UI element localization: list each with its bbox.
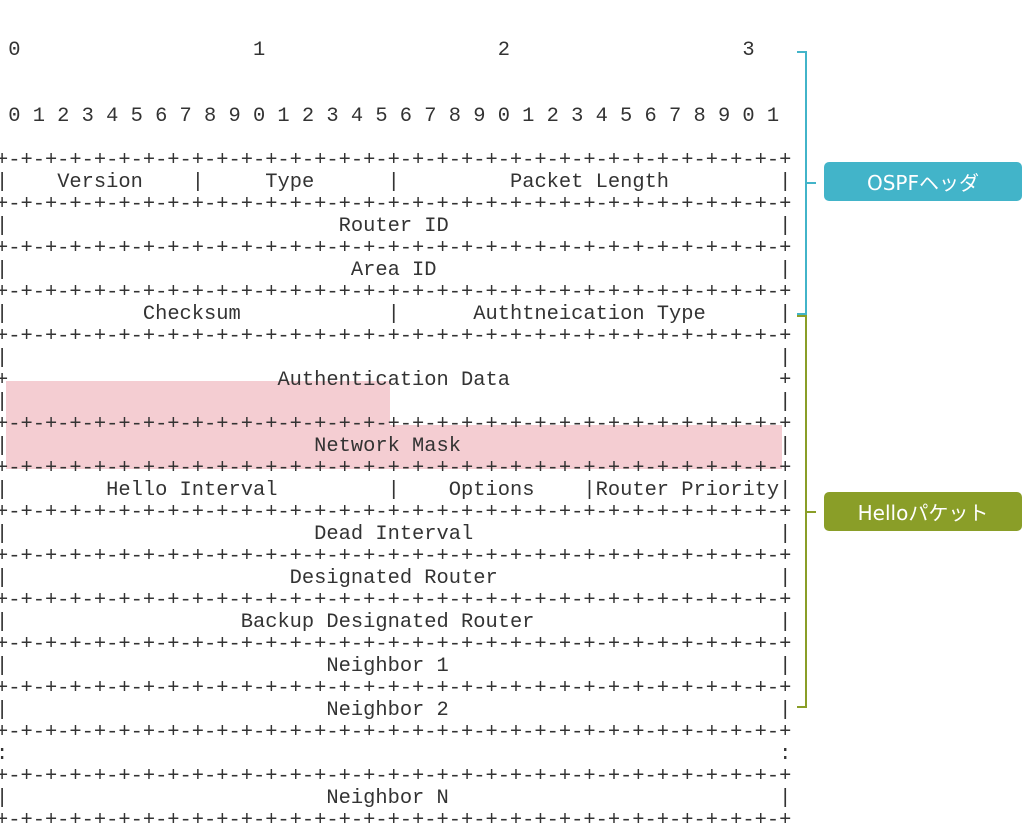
ospf-hello-packet-format: 0 1 2 3 0 1 2 3 4 5 6 7 8 9 0 1 2 3 4 5 … xyxy=(0,39,792,832)
field-label: Network Mask xyxy=(8,435,780,458)
row-separator: +-+-+-+-+-+-+-+-+-+-+-+-+-+-+-+-+-+-+-+-… xyxy=(0,281,792,304)
field-label: Version xyxy=(8,171,192,194)
row-separator: +-+-+-+-+-+-+-+-+-+-+-+-+-+-+-+-+-+-+-+-… xyxy=(0,765,792,788)
hello-packet-bracket-tick xyxy=(807,511,816,513)
field-label: Neighbor 2 xyxy=(8,699,780,722)
row-separator: +-+-+-+-+-+-+-+-+-+-+-+-+-+-+-+-+-+-+-+-… xyxy=(0,677,792,700)
row-separator: +-+-+-+-+-+-+-+-+-+-+-+-+-+-+-+-+-+-+-+-… xyxy=(0,501,792,524)
field-row-13: | Neighbor N | xyxy=(0,787,792,810)
ospf-header-bracket-tick xyxy=(807,182,816,184)
row-separator: +-+-+-+-+-+-+-+-+-+-+-+-+-+-+-+-+-+-+-+-… xyxy=(0,721,792,744)
field-label: Router ID xyxy=(8,215,780,238)
field-label: Authtneication Type xyxy=(399,303,780,326)
bit-ruler-ones: 0 1 2 3 4 5 6 7 8 9 0 1 2 3 4 5 6 7 8 9 … xyxy=(0,105,780,128)
field-row-6: | Hello Interval | Options |Router Prior… xyxy=(0,479,792,502)
field-row-11: | Neighbor 2 | xyxy=(0,699,792,722)
field-row-8: | Designated Router | xyxy=(0,567,792,590)
field-row-4: + Authentication Data + xyxy=(0,369,792,392)
field-label: Checksum xyxy=(8,303,388,326)
field-label: Area ID xyxy=(8,259,780,282)
row-separator: +-+-+-+-+-+-+-+-+-+-+-+-+-+-+-+-+-+-+-+-… xyxy=(0,413,792,436)
field-label: Dead Interval xyxy=(8,523,780,546)
field-label: Router Priority xyxy=(595,479,780,502)
field-label: Hello Interval xyxy=(8,479,388,502)
ospf-header-bracket xyxy=(797,51,807,315)
field-row-3: | Checksum | Authtneication Type | xyxy=(0,303,792,326)
field-label: Designated Router xyxy=(8,567,780,590)
row-separator: +-+-+-+-+-+-+-+-+-+-+-+-+-+-+-+-+-+-+-+-… xyxy=(0,633,792,656)
field-label: Backup Designated Router xyxy=(8,611,780,634)
field-row-5: | Network Mask | xyxy=(0,435,792,458)
field-label: Packet Length xyxy=(399,171,780,194)
field-row-10: | Neighbor 1 | xyxy=(0,655,792,678)
field-label: Neighbor 1 xyxy=(8,655,780,678)
field-row-ellipsis: : : xyxy=(0,743,792,766)
row-separator: +-+-+-+-+-+-+-+-+-+-+-+-+-+-+-+-+-+-+-+-… xyxy=(0,149,792,172)
field-row-border: | | xyxy=(0,347,792,370)
field-label: Authentication Data xyxy=(8,369,780,392)
row-separator: +-+-+-+-+-+-+-+-+-+-+-+-+-+-+-+-+-+-+-+-… xyxy=(0,193,792,216)
hello-packet-label: Helloパケット xyxy=(824,492,1022,531)
ospf-header-label: OSPFヘッダ xyxy=(824,162,1022,201)
field-row-1: | Router ID | xyxy=(0,215,792,238)
bit-ruler-tens: 0 1 2 3 xyxy=(0,39,755,62)
row-separator: +-+-+-+-+-+-+-+-+-+-+-+-+-+-+-+-+-+-+-+-… xyxy=(0,325,792,348)
row-separator: +-+-+-+-+-+-+-+-+-+-+-+-+-+-+-+-+-+-+-+-… xyxy=(0,809,792,832)
field-row-0: | Version | Type | Packet Length | xyxy=(0,171,792,194)
row-separator: +-+-+-+-+-+-+-+-+-+-+-+-+-+-+-+-+-+-+-+-… xyxy=(0,237,792,260)
highlight-dead-interval xyxy=(5,425,782,469)
row-separator: +-+-+-+-+-+-+-+-+-+-+-+-+-+-+-+-+-+-+-+-… xyxy=(0,457,792,480)
row-separator: +-+-+-+-+-+-+-+-+-+-+-+-+-+-+-+-+-+-+-+-… xyxy=(0,589,792,612)
field-label: Options xyxy=(399,479,584,502)
hello-packet-bracket xyxy=(797,315,807,708)
field-label: Neighbor N xyxy=(8,787,780,810)
field-label: Type xyxy=(204,171,388,194)
field-row-7: | Dead Interval | xyxy=(0,523,792,546)
highlight-hello-interval xyxy=(5,381,390,425)
field-row-border: | | xyxy=(0,391,792,414)
row-separator: +-+-+-+-+-+-+-+-+-+-+-+-+-+-+-+-+-+-+-+-… xyxy=(0,545,792,568)
field-row-2: | Area ID | xyxy=(0,259,792,282)
field-row-9: | Backup Designated Router | xyxy=(0,611,792,634)
